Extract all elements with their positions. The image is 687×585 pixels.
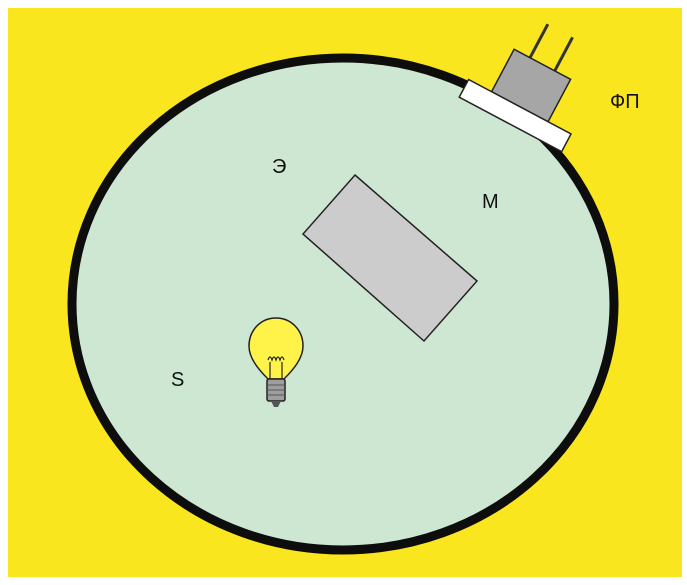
photodetector-lead [551,36,574,76]
bulb-filament [267,356,285,379]
bulb-tip [271,401,281,407]
bulb-glass [248,317,304,380]
photodetector-lead [526,23,550,62]
source-label: S [171,369,185,391]
light-bulb-icon [248,317,304,407]
photodetector-label: ФП [610,91,640,113]
photodetector [458,23,574,153]
screen-baffle [301,173,479,343]
sphere [67,53,619,555]
photodetector-window [458,78,573,153]
port-label: М [482,191,499,213]
screen-label: Э [272,156,287,178]
